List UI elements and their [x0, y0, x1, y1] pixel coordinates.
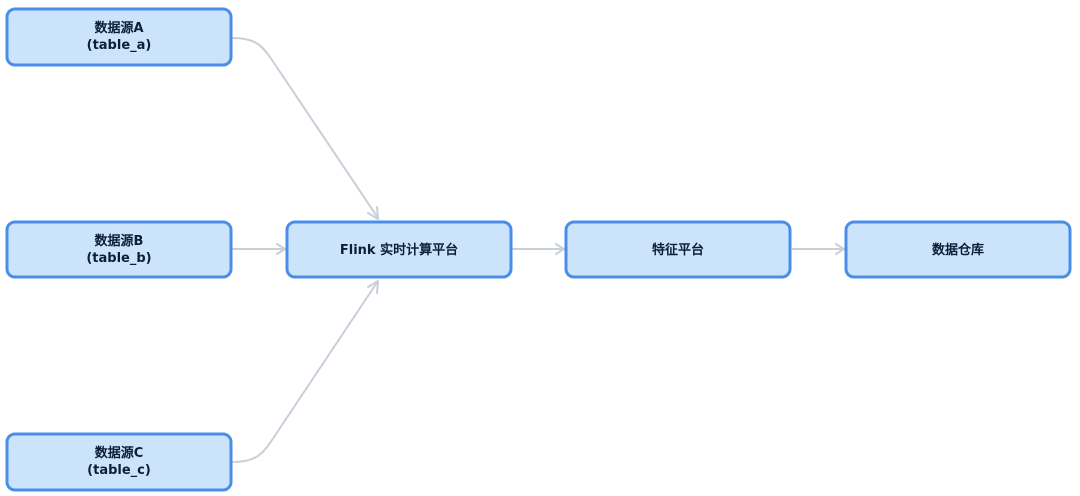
- node-source-c[interactable]: 数据源C (table_c): [5, 432, 233, 492]
- node-feature-label: 特征平台: [652, 242, 704, 258]
- node-source-b-sublabel: (table_b): [86, 251, 151, 266]
- node-source-c-box: [5, 432, 233, 492]
- node-flink-box: [285, 220, 513, 279]
- node-warehouse-label: 数据仓库: [932, 242, 984, 258]
- node-feature[interactable]: 特征平台: [564, 220, 792, 279]
- arrow-head-source-a: [367, 206, 379, 220]
- node-source-a-box: [5, 7, 233, 67]
- node-source-a-label: 数据源A: [94, 20, 143, 36]
- node-source-c-label: 数据源C: [95, 445, 144, 461]
- node-source-b-label: 数据源B: [95, 233, 144, 249]
- node-warehouse[interactable]: 数据仓库: [844, 220, 1072, 279]
- node-flink-label: Flink 实时计算平台: [340, 242, 458, 258]
- node-source-a-sublabel: (table_a): [87, 38, 152, 53]
- arrow-head-source-c: [367, 280, 379, 294]
- node-source-c-sublabel: (table_c): [87, 463, 151, 478]
- arrow-head-source-b: [276, 243, 286, 255]
- edge-source-a-to-flink: [231, 37, 379, 219]
- node-source-a[interactable]: 数据源A (table_a): [5, 7, 233, 67]
- arrow-head-feature: [555, 243, 565, 255]
- node-flink[interactable]: Flink 实时计算平台: [285, 220, 513, 279]
- node-warehouse-box: [844, 220, 1072, 279]
- arrow-head-warehouse: [835, 243, 845, 255]
- node-source-b-box: [5, 220, 233, 279]
- node-source-b[interactable]: 数据源B (table_b): [5, 220, 233, 279]
- edges: [231, 37, 845, 463]
- node-feature-box: [564, 220, 792, 279]
- edge-source-c-to-flink: [231, 280, 379, 463]
